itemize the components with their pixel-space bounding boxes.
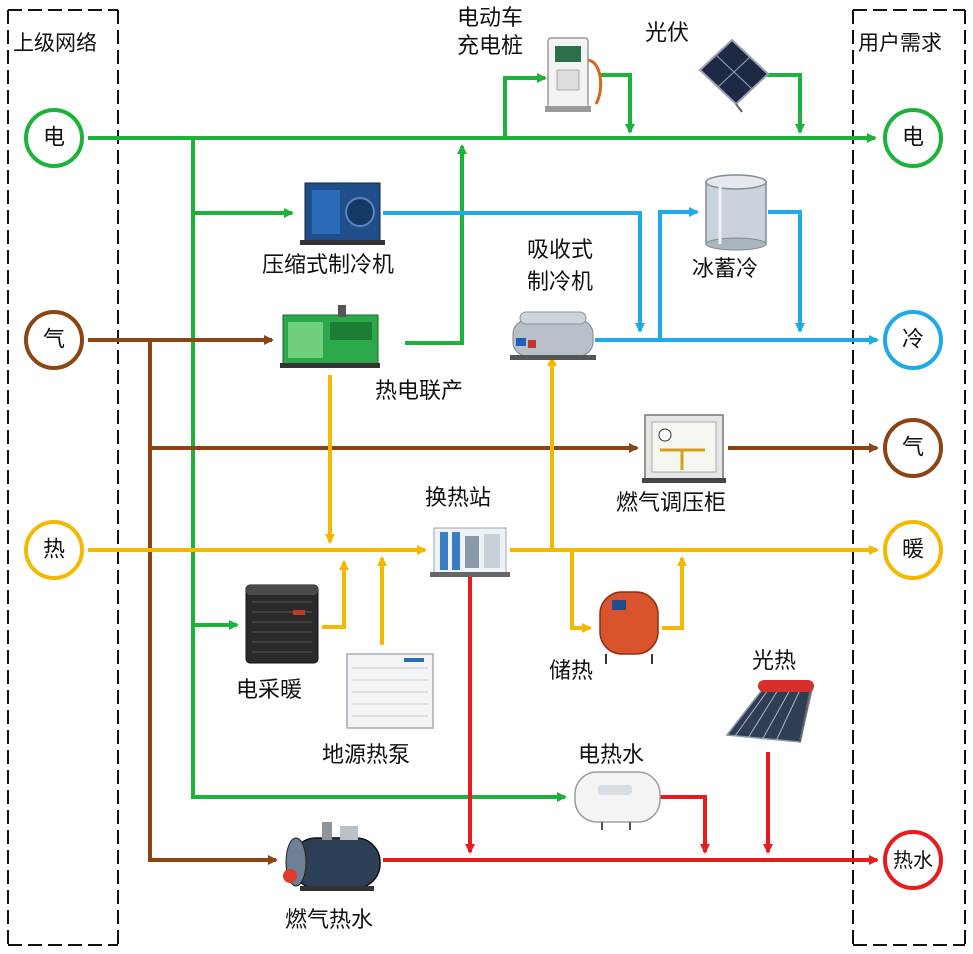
svg-text:暖: 暖 [902,538,924,563]
electric-heating-label: 电采暖 [236,678,302,703]
ev-charger-icon [545,37,603,112]
electric-heating-unit-icon [245,584,319,664]
source-heat-node: 热 [24,520,84,580]
user-demand-frame [852,9,966,946]
demand-cooling-node: 冷 [883,310,943,370]
source-electricity-node: 电 [24,108,84,168]
svg-text:电: 电 [43,126,65,151]
absorption-chiller-label-line1: 吸收式 [527,238,593,263]
demand-gas-node: 气 [883,418,943,478]
gas-regulator-label: 燃气调压柜 [616,491,726,516]
gas-regulator-cabinet-icon [642,414,726,483]
ice-storage-label: 冰蓄冷 [692,257,758,282]
ground-source-heat-pump-icon [346,653,434,729]
user-demand-title: 用户需求 [858,31,942,55]
gas-water-heater-label: 燃气热水 [285,908,373,933]
source-gas-node: 气 [24,310,84,370]
heat-storage-label: 储热 [549,659,593,684]
solar-thermal-heater-icon [725,680,814,743]
heat-storage-tank-icon [599,591,659,664]
demand-electricity-node: 电 [883,108,943,168]
gas-boiler-icon [283,822,381,891]
chp-label: 热电联产 [375,379,463,404]
electric-water-heater-icon [574,771,661,830]
electricity-flows [88,73,877,802]
solar-pv-panel-icon [698,38,770,113]
gas-flows [88,335,879,865]
svg-text:热: 热 [43,538,65,563]
compression-chiller-label: 压缩式制冷机 [262,253,394,278]
svg-text:热水: 热水 [893,848,933,872]
chp-generator-icon [280,305,380,368]
ev-charger-label-line2: 充电桩 [457,34,523,59]
heat-flows [88,356,879,645]
absorption-chiller-icon [510,311,596,360]
compression-chiller-icon [300,182,385,245]
svg-text:冷: 冷 [902,328,924,353]
solar-thermal-label: 光热 [752,649,796,674]
electric-water-heater-label: 电热水 [578,743,644,768]
heat-exchange-station-label: 换热站 [425,486,491,511]
demand-warmth-node: 暖 [883,520,943,580]
demand-hot-water-node: 热水 [883,830,943,890]
ev-charger-label-line1: 电动车 [457,6,523,31]
upstream-network-title: 上级网络 [13,31,97,55]
hot-water-flows [383,577,879,865]
cooling-flows [383,207,879,345]
absorption-chiller-label-line2: 制冷机 [527,270,593,295]
svg-text:电: 电 [902,126,924,151]
upstream-network-frame [7,9,119,946]
ground-source-heat-pump-label: 地源热泵 [322,743,410,768]
pv-label: 光伏 [645,21,689,46]
svg-text:气: 气 [43,328,65,353]
ice-storage-tank-icon [705,174,767,251]
heat-exchange-station-icon [430,527,510,577]
svg-text:气: 气 [902,436,924,461]
